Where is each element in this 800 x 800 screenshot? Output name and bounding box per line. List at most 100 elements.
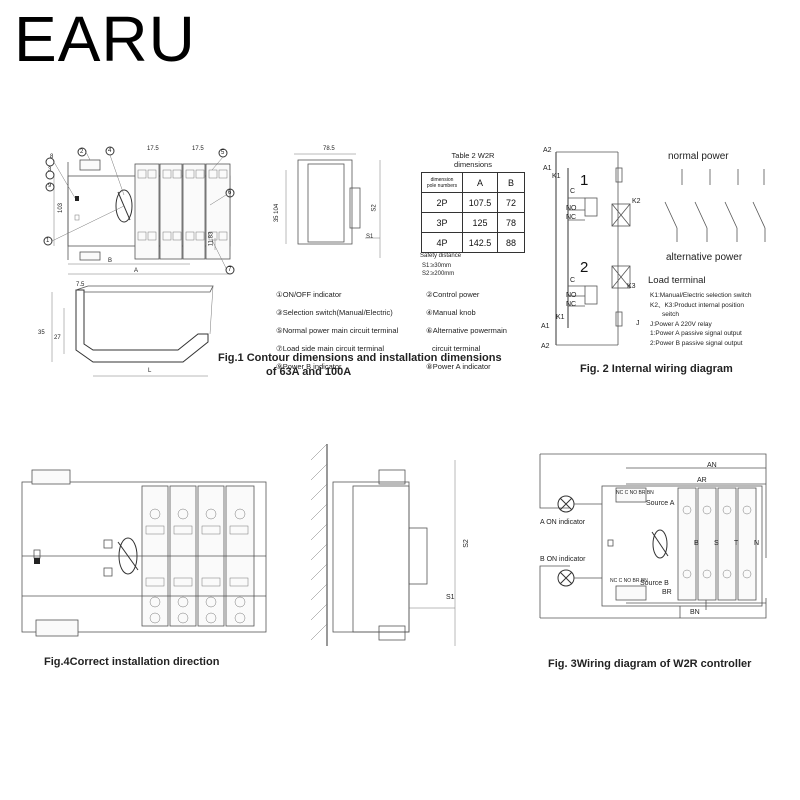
callout-8: 8	[50, 154, 54, 160]
table2-title-line1: Table 2 W2R	[451, 151, 495, 160]
callout-1: 1	[46, 238, 50, 244]
label-c1: C	[570, 188, 576, 195]
table-row: 4P 142.5 88	[421, 232, 525, 253]
fig2-legend: K1:Manual/Electric selection switch K2、K…	[650, 291, 752, 348]
table2-title-line2: dimensions	[454, 160, 492, 169]
label-br: BR	[662, 589, 672, 596]
safety-s2: S2:≥200mm	[422, 271, 455, 277]
pole-cell: 3P	[421, 212, 463, 233]
fig1-front-view	[43, 146, 235, 275]
label-no1: NO	[566, 205, 577, 212]
table-row: 2P 107.5 72	[421, 192, 525, 213]
dim-35: 35	[38, 330, 45, 336]
dimensions-table: dimension pole numbers A B 2P 107.5 72 3…	[421, 172, 525, 253]
dim-27: 27	[54, 335, 61, 341]
safety-distance-title: Safety distance	[420, 253, 462, 259]
a-cell: 125	[462, 212, 498, 233]
dim-l: L	[148, 368, 152, 374]
fig4-front-view	[21, 469, 267, 637]
label-j: J	[636, 320, 640, 327]
legend-item: ⑤Normal power main circuit terminal	[276, 326, 399, 335]
b-cell: 78	[497, 212, 525, 233]
label-k3: K3	[627, 283, 636, 290]
label-a2-bottom: A2	[541, 343, 550, 350]
legend-item: circuit terminal	[432, 344, 481, 353]
dim-103: 103	[58, 202, 65, 214]
dim-35-104: 35 104	[274, 203, 281, 223]
fig4-dim-s2: S2	[462, 539, 470, 548]
brand-logo: EARU	[14, 3, 196, 75]
legend-item: ⑧Power A indicator	[426, 362, 491, 371]
legend-item: 1:Power A passive signal output	[650, 330, 742, 337]
label-source-b: Source B	[640, 580, 669, 587]
label-ar: AR	[697, 477, 707, 484]
term-label-a: NC C NO BR BN	[616, 490, 654, 496]
dim-s1: S1	[366, 234, 374, 240]
label-bn: BN	[690, 609, 700, 616]
callout-5: 5	[221, 150, 225, 156]
table2-title: Table 2 W2R dimensions	[438, 151, 508, 169]
label-source-a: Source A	[646, 500, 675, 507]
legend-item: ⑨Power B indicator	[276, 362, 342, 371]
label-an: AN	[707, 462, 717, 469]
fig2-caption: Fig. 2 Internal wiring diagram	[580, 363, 733, 375]
callout-3: 3	[48, 167, 52, 173]
label-1: 1	[580, 172, 589, 189]
phase-t: T	[734, 540, 739, 547]
label-b-on-indicator: B ON indicator	[540, 556, 586, 563]
dim-a: A	[134, 268, 139, 274]
fig4-caption: Fig.4Correct installation direction	[44, 656, 220, 668]
legend-item: ④Manual knob	[426, 308, 476, 317]
fig4-side-view	[310, 443, 456, 646]
legend-item: ⑦Load side main circuit terminal	[276, 344, 385, 353]
table-row: 3P 125 78	[421, 212, 525, 233]
callout-4: 4	[108, 148, 112, 154]
fig3-caption: Fig. 3Wiring diagram of W2R controller	[548, 658, 752, 670]
corner-top: dimension	[430, 176, 454, 183]
normal-power-label: normal power	[668, 151, 729, 162]
label-c2: C	[570, 277, 576, 284]
alternative-power-label: alternative power	[666, 252, 743, 263]
fig4-dim-s1: S1	[446, 594, 455, 601]
callout-2: 2	[80, 149, 84, 155]
fig1-side-view	[285, 153, 381, 258]
dim-17-5-a: 17.5	[147, 146, 159, 152]
label-a1-bottom: A1	[541, 323, 550, 330]
pole-cell: 2P	[421, 192, 463, 213]
phase-b: B	[694, 540, 699, 547]
a-cell: 107.5	[462, 192, 498, 213]
label-nc2: NC	[566, 301, 577, 308]
load-terminal-label: Load terminal	[648, 275, 706, 286]
phase-s: S	[714, 540, 719, 547]
label-nc1: NC	[566, 214, 577, 221]
pole-cell: 4P	[421, 232, 463, 253]
label-no2: NO	[566, 292, 577, 299]
legend-item: ②Control power	[426, 290, 480, 299]
fig1-caption-line1: Fig.1 Contour dimensions and installatio…	[218, 352, 502, 364]
normal-power-switches	[681, 169, 765, 185]
alternative-power-switches	[664, 201, 766, 242]
fig3-wiring-drawing	[539, 453, 767, 619]
callout-9: 9	[48, 183, 52, 189]
b-cell: 88	[497, 232, 525, 253]
legend-item: 2:Power B passive signal output	[650, 339, 743, 347]
label-a2-top: A2	[543, 147, 552, 154]
phase-n: N	[754, 540, 760, 547]
fig1-legend: ①ON/OFF indicator ②Control power ③Selecti…	[276, 284, 507, 374]
col-b-header: B	[497, 172, 525, 193]
fig1-din-rail	[51, 285, 214, 377]
label-k1-top: K1	[552, 173, 561, 180]
legend-item: ③Selection switch(Manual/Electric)	[276, 308, 393, 317]
legend-item: J:Power A 220V relay	[650, 320, 712, 328]
dim-17-5-b: 17.5	[192, 146, 204, 152]
dim-78-5: 78.5	[323, 146, 335, 152]
legend-item: K2、K3:Product internal position	[650, 301, 744, 309]
term-label-b: NC C NO BR BN	[610, 578, 648, 584]
dim-7-5: 7.5	[76, 282, 85, 288]
callout-7: 7	[228, 267, 232, 273]
safety-s1: S1:≥30mm	[422, 263, 451, 269]
dim-11-83: 11.83	[208, 231, 215, 247]
legend-item: ①ON/OFF indicator	[276, 290, 342, 299]
label-a-on-indicator: A ON indicator	[540, 519, 586, 526]
a-cell: 142.5	[462, 232, 498, 253]
